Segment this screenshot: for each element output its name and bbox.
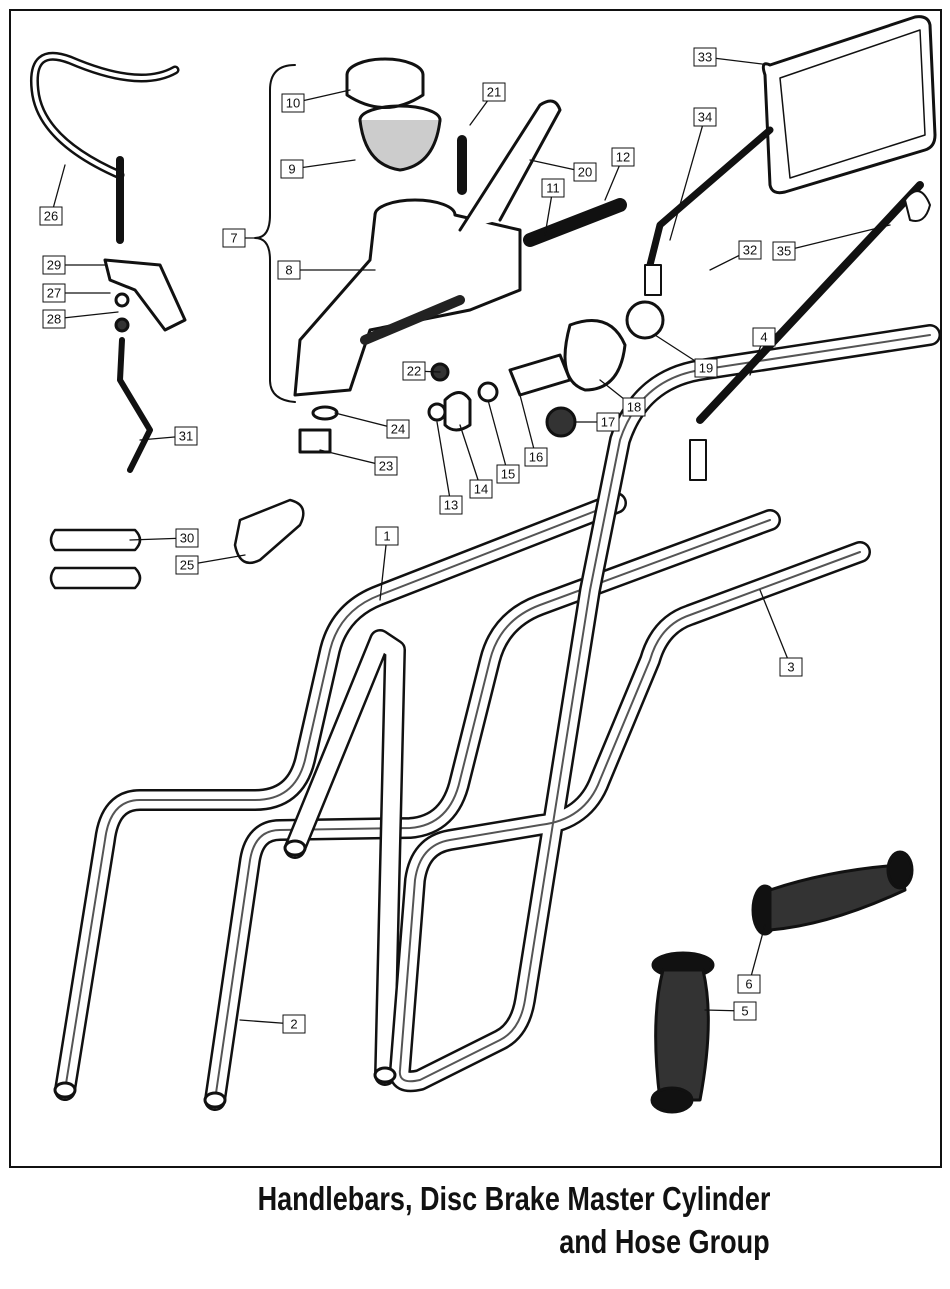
callout-10: 10 (281, 93, 305, 113)
brake-hose (29, 51, 187, 473)
master-cylinder (293, 57, 627, 397)
handlebar-3 (388, 324, 941, 1093)
grips (650, 850, 914, 1114)
tube-ends (53, 839, 397, 1109)
callout-18: 18 (622, 397, 646, 417)
callout-6: 6 (737, 974, 761, 994)
leader-line-1 (379, 535, 388, 601)
callout-33: 33 (693, 47, 717, 67)
callout-1: 1 (375, 526, 399, 546)
callout-28: 28 (42, 309, 66, 329)
leader-line-6 (748, 924, 766, 985)
callout-7: 7 (222, 228, 246, 248)
callout-12: 12 (611, 147, 635, 167)
clips (49, 498, 305, 590)
diagram-title-line-2: and Hose Group (559, 1223, 770, 1260)
leader-line-15 (487, 399, 509, 475)
leader-line-14 (459, 424, 482, 490)
mirror (644, 15, 937, 481)
diagram-frame (9, 9, 942, 1168)
handlebar-2 (204, 509, 781, 1111)
callout-29: 29 (42, 255, 66, 275)
callout-26: 26 (39, 206, 63, 226)
callout-22: 22 (402, 361, 426, 381)
leader-line-3 (759, 589, 792, 668)
callout-3: 3 (779, 657, 803, 677)
piston-parts (298, 300, 665, 454)
callout-31: 31 (174, 426, 198, 446)
callout-34: 34 (693, 107, 717, 127)
callout-4: 4 (752, 327, 776, 347)
callout-30: 30 (175, 528, 199, 548)
leader-line-34 (669, 116, 706, 241)
leader-line-16 (519, 394, 537, 458)
callout-27: 27 (42, 283, 66, 303)
callout-11: 11 (541, 178, 565, 198)
handlebar-1 (54, 492, 627, 1101)
callout-35: 35 (772, 241, 796, 261)
callout-21: 21 (482, 82, 506, 102)
callout-9: 9 (280, 159, 304, 179)
leader-line-35 (783, 224, 891, 252)
leader-line-13 (436, 421, 452, 506)
group-bracket-7 (254, 64, 296, 403)
diagram-title-line-1: Handlebars, Disc Brake Master Cylinder (257, 1180, 770, 1217)
callout-19: 19 (694, 358, 718, 378)
callout-16: 16 (524, 447, 548, 467)
callout-17: 17 (596, 412, 620, 432)
callout-32: 32 (738, 240, 762, 260)
callout-13: 13 (439, 495, 463, 515)
callout-14: 14 (469, 479, 493, 499)
callout-24: 24 (386, 419, 410, 439)
callout-20: 20 (573, 162, 597, 182)
callout-2: 2 (282, 1014, 306, 1034)
callout-8: 8 (277, 260, 301, 280)
callout-25: 25 (175, 555, 199, 575)
callout-23: 23 (374, 456, 398, 476)
callout-15: 15 (496, 464, 520, 484)
callout-5: 5 (733, 1001, 757, 1021)
